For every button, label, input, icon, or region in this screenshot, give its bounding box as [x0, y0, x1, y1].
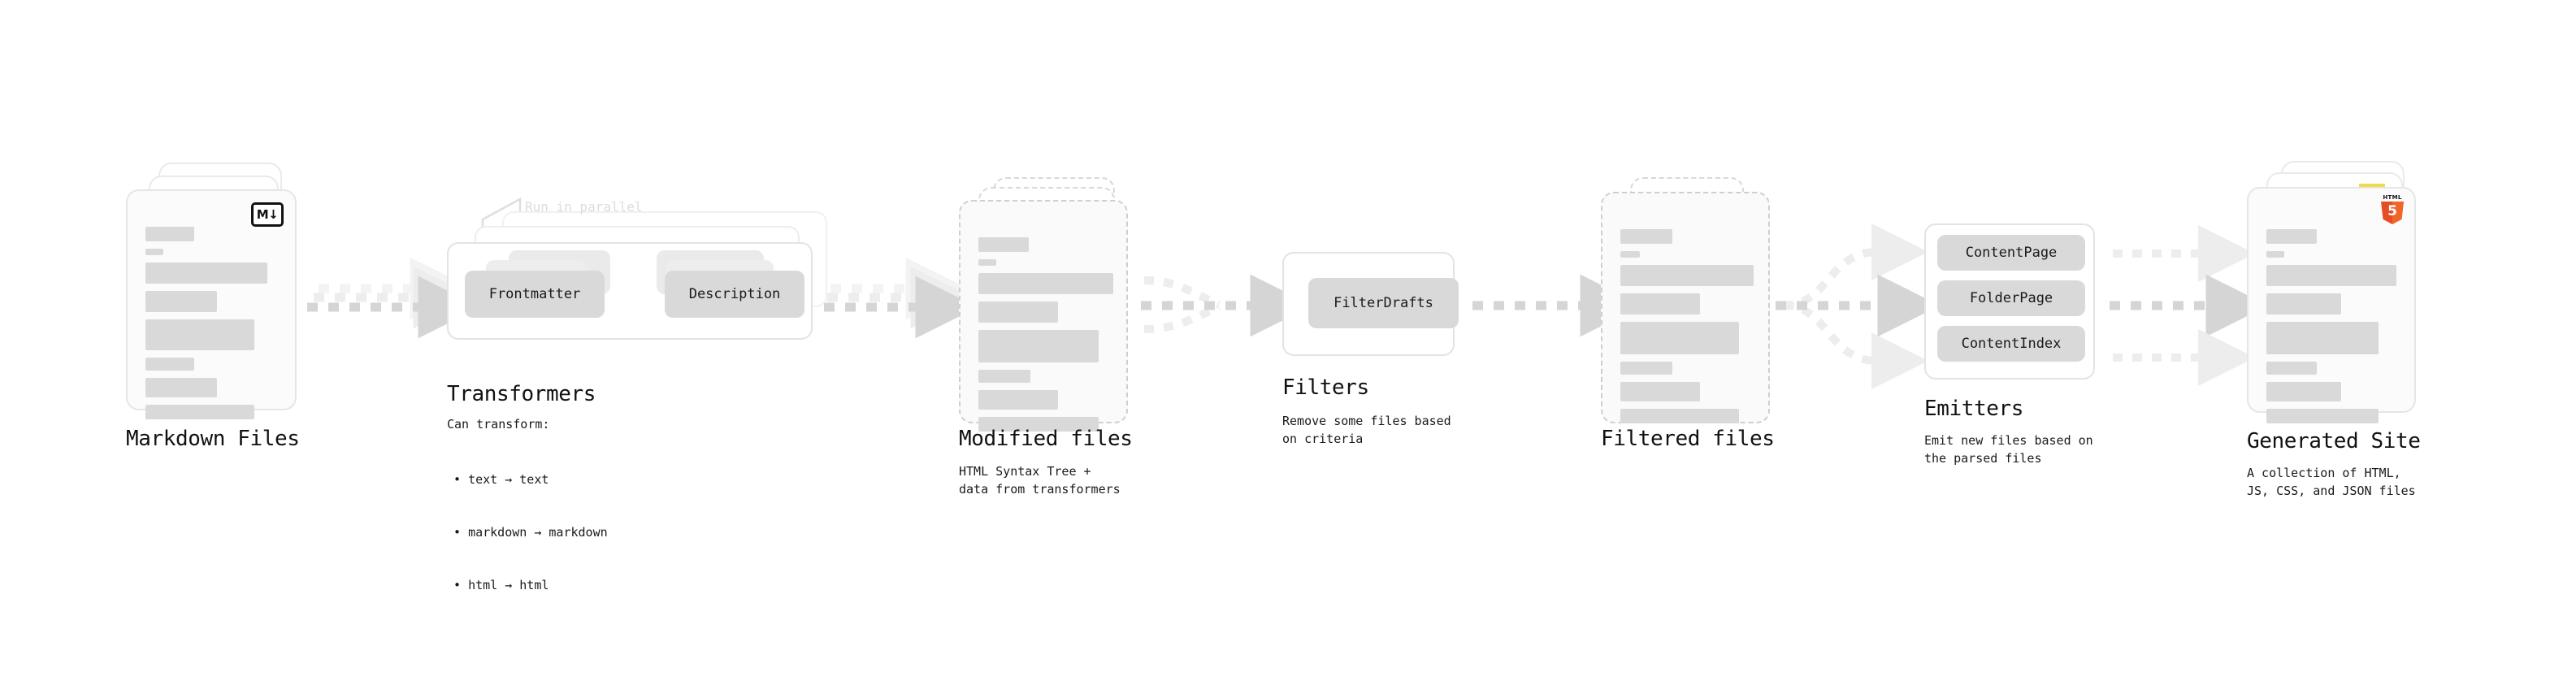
- markdown-files-stack: M↓ M↓ M↓: [126, 163, 313, 431]
- markdown-files-title: Markdown Files: [126, 427, 300, 451]
- markdown-icon: M↓: [251, 202, 284, 227]
- arrow-transformers-to-modified: [824, 257, 978, 339]
- html5-wordmark: HTML: [2383, 194, 2402, 201]
- transformer-chip-frontmatter[interactable]: Frontmatter: [465, 271, 605, 318]
- arrow-emitters-to-site: [2110, 225, 2269, 386]
- filters-title: Filters: [1282, 375, 1369, 400]
- markdown-skeleton-lines: [145, 227, 280, 427]
- markdown-card-front: M↓: [126, 189, 297, 419]
- transformers-desc: Can transform:: [447, 417, 550, 432]
- run-in-parallel-note: Run in parallel: [525, 199, 643, 215]
- transformers-bullet-1: markdown → markdown: [453, 524, 608, 542]
- filtered-skeleton-lines: [1620, 229, 1754, 431]
- emitters-desc: Emit new files based on the parsed files: [1924, 433, 2093, 466]
- transformers-bullet-0: text → text: [453, 471, 608, 489]
- emitter-chip-folderpage[interactable]: FolderPage: [1937, 280, 2085, 316]
- arrow-filtered-to-emitters: [1776, 223, 1941, 389]
- filter-chip-filterdrafts[interactable]: FilterDrafts: [1308, 278, 1459, 328]
- html5-icon: HTML 5: [2380, 195, 2405, 224]
- filtered-card-front: [1601, 192, 1770, 423]
- modified-files-desc: HTML Syntax Tree + data from transformer…: [959, 464, 1121, 497]
- filters-box: FilterDrafts: [1282, 252, 1459, 356]
- modified-files-stack: [959, 177, 1146, 437]
- generated-site-title: Generated Site: [2247, 429, 2421, 453]
- transformers-bullets: text → text markdown → markdown html → h…: [453, 436, 608, 630]
- emitter-chip-contentindex[interactable]: ContentIndex: [1937, 326, 2085, 362]
- arrow-markdown-to-transformers: [307, 257, 481, 339]
- modified-files-title: Modified files: [959, 427, 1133, 451]
- emitter-chip-contentpage[interactable]: ContentPage: [1937, 235, 2085, 271]
- filters-desc: Remove some files based on criteria: [1282, 414, 1451, 446]
- arrow-modified-to-filters: [1141, 274, 1313, 337]
- transformers-group: Frontmatter Description: [447, 211, 829, 366]
- filtered-files-stack: [1601, 177, 1788, 437]
- emitters-box: ContentPage FolderPage ContentIndex: [1924, 223, 2095, 380]
- generated-site-desc: A collection of HTML, JS, CSS, and JSON …: [2247, 466, 2416, 498]
- modified-skeleton-lines: [978, 237, 1113, 439]
- transformers-bullet-2: html → html: [453, 577, 608, 595]
- transformers-title: Transformers: [447, 382, 596, 406]
- modified-card-front: [959, 200, 1128, 432]
- transformer-chip-description[interactable]: Description: [665, 271, 804, 318]
- generated-skeleton-lines: [2266, 229, 2400, 431]
- generated-site-stack: CSS HTML 5: [2247, 161, 2442, 437]
- html5-shield-shape: 5: [2381, 202, 2404, 224]
- generated-card-html: HTML 5: [2247, 187, 2416, 423]
- html5-five-glyph: 5: [2387, 203, 2397, 219]
- emitters-title: Emitters: [1924, 397, 2024, 421]
- filtered-files-title: Filtered files: [1601, 427, 1775, 451]
